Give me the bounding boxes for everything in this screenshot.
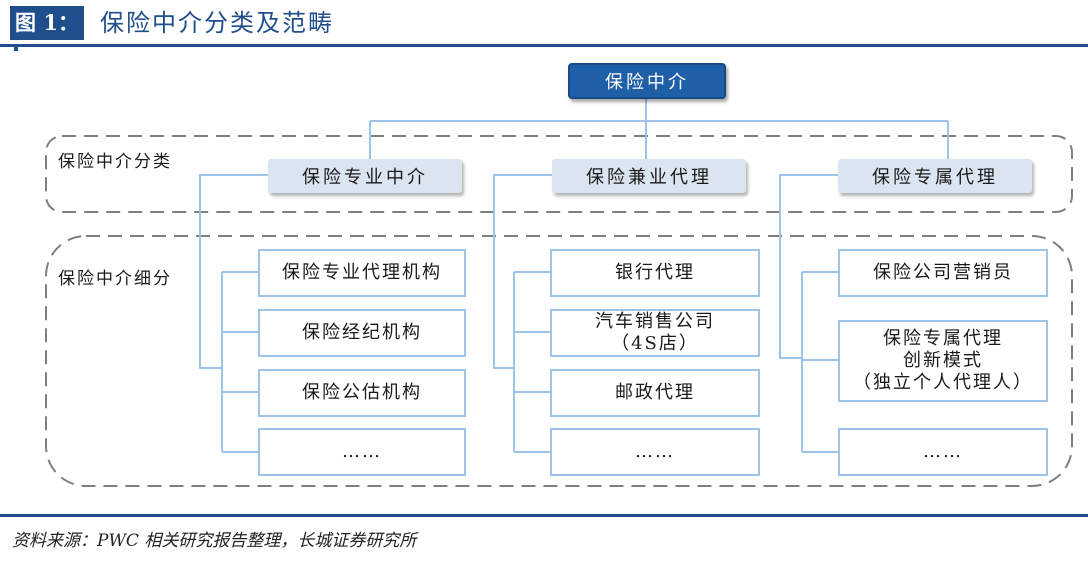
- category-group-frame: [45, 135, 1073, 213]
- subcategory-group-frame: [45, 235, 1073, 487]
- source-note: 资料来源：PWC 相关研究报告整理，长城证券研究所: [12, 531, 417, 551]
- connector-branch-2-elbow: [493, 174, 552, 369]
- diagram-canvas: [45, 98, 1073, 487]
- branch-3-node: 保险专属代理: [838, 159, 1032, 193]
- branch-3-item-2: 保险专属代理 创新模式 （独立个人代理人）: [838, 320, 1048, 402]
- branch-1-item-4: ……: [258, 428, 466, 476]
- branch-1-node: 保险专业中介: [268, 159, 462, 193]
- branch-2-node: 保险兼业代理: [552, 159, 746, 193]
- branch-2-item-1: 银行代理: [550, 249, 760, 297]
- branch-2-item-4: ……: [550, 428, 760, 476]
- branch-3-item-3: ……: [838, 428, 1048, 476]
- figure-title: 保险中介分类及范畴: [100, 9, 334, 37]
- branch-1-item-3: 保险公估机构: [258, 369, 466, 417]
- subcategory-group-label: 保险中介细分: [58, 269, 172, 289]
- branch-1-item-2: 保险经纪机构: [258, 309, 466, 357]
- title-rule: [0, 44, 1088, 47]
- figure-header: 图 1： 保险中介分类及范畴: [0, 0, 1088, 51]
- figure-number: 图 1：: [10, 6, 84, 40]
- category-group-label: 保险中介分类: [58, 152, 172, 172]
- bottom-rule: [0, 514, 1088, 517]
- title-tick: [14, 47, 18, 51]
- connector-branch-1-elbow: [199, 174, 268, 369]
- branch-2-item-2: 汽车销售公司 （4S店）: [550, 309, 760, 357]
- branch-1-item-1: 保险专业代理机构: [258, 249, 466, 297]
- root-node: 保险中介: [568, 63, 726, 99]
- branch-3-item-1: 保险公司营销员: [838, 249, 1048, 297]
- branch-2-item-3: 邮政代理: [550, 369, 760, 417]
- connector-branch-3-elbow: [779, 174, 838, 359]
